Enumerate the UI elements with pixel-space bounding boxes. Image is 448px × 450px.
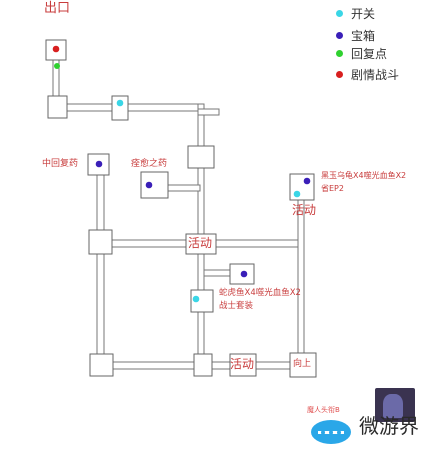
watermark-corner-text: 魔人头衔B	[307, 406, 340, 414]
corridor-top-left	[66, 103, 114, 112]
avatar-image	[375, 388, 415, 422]
corridor-right-vert	[297, 199, 305, 354]
corridor-potion	[167, 184, 201, 192]
room-center-activity	[185, 233, 217, 255]
room-bottom-center	[193, 353, 213, 377]
snake-fish-label: 蛇虎鱼X4噬光血鱼X2	[219, 288, 301, 298]
chest-marker-mid-potion	[95, 160, 103, 168]
legend-battle-label: 剧情战斗	[351, 68, 400, 82]
watermark-brand: 微游界	[359, 414, 419, 438]
legend-restore: 回复点	[336, 45, 387, 62]
battle-marker-exit	[52, 45, 60, 53]
corridor-top-stub	[197, 108, 220, 116]
chest-marker-mid	[240, 270, 248, 278]
chat-bubble-icon	[311, 420, 351, 444]
corridor-chest-mid	[203, 269, 233, 277]
legend-switch-label: 开关	[351, 7, 376, 21]
corridor-left-top	[96, 174, 105, 231]
room-switch-snake	[190, 289, 214, 313]
restore-dot-icon	[336, 50, 343, 57]
room-plague-potion	[140, 171, 169, 199]
avatar-figure	[383, 394, 403, 418]
switch-marker-right	[293, 190, 301, 198]
up-label: 向上	[293, 359, 312, 369]
room-up	[289, 352, 317, 378]
legend-restore-label: 回复点	[351, 47, 388, 61]
switch-dot-icon	[336, 10, 343, 17]
corridor-middle-left	[111, 239, 187, 248]
watermark: 魔人头衔B 微游界	[305, 388, 448, 450]
warrior-set-label: 战士套装	[219, 301, 254, 311]
switch-marker-top	[116, 99, 124, 107]
switch-marker-snake	[192, 295, 200, 303]
room-black-turtle	[289, 173, 315, 201]
legend-chest-label: 宝箱	[351, 29, 376, 43]
rooms	[45, 39, 317, 378]
corridor-bottom-left	[112, 361, 196, 370]
corridor-center-vert	[197, 167, 205, 235]
black-turtle-label: 黑玉乌龟X4噬光血鱼X2	[321, 171, 407, 180]
restore-marker	[54, 63, 60, 69]
room-center-top	[187, 145, 215, 169]
corridors	[52, 57, 305, 370]
legend-battle: 剧情战斗	[336, 66, 399, 83]
chest-dot-icon	[336, 32, 343, 39]
markers	[52, 45, 311, 303]
chest-marker-plague-potion	[145, 181, 153, 189]
room-left-mid	[88, 229, 113, 255]
room-switch-top	[111, 95, 129, 121]
corridor-top-mid	[127, 103, 199, 112]
activity-right-label: 活动	[292, 203, 317, 217]
legend-switch: 开关	[336, 5, 375, 22]
activity-center-label: 活动	[188, 236, 213, 250]
corridor-middle-right	[215, 239, 302, 248]
room-start	[47, 95, 68, 119]
activity-bottom-label: 活动	[230, 357, 255, 371]
battle-dot-icon	[336, 71, 343, 78]
ep2-label: 省EP2	[321, 184, 344, 193]
chest-marker-black-turtle	[303, 177, 311, 185]
plague-potion-label: 痊愈之药	[131, 159, 168, 169]
mid-potion-label: 中回复药	[42, 159, 79, 169]
exit-label: 出口	[44, 1, 71, 16]
room-bottom-activity	[229, 353, 257, 377]
room-bottom-left	[89, 353, 114, 377]
legend-chest: 宝箱	[336, 27, 375, 44]
corridor-left-bottom	[96, 253, 105, 355]
